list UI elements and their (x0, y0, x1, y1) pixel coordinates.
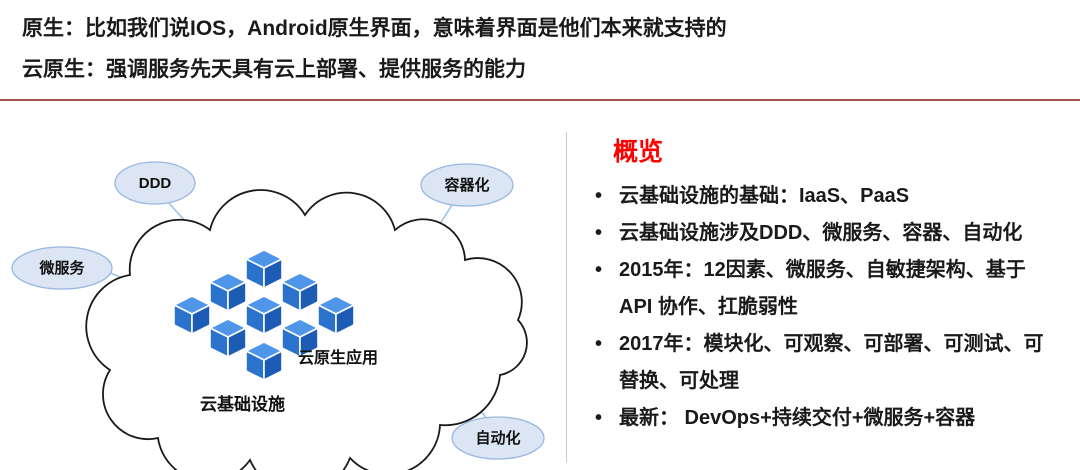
bubble-microservices-shape (11, 246, 113, 290)
bubble-automation-shape (451, 416, 545, 460)
cube-icon (173, 295, 211, 335)
header-line-1: 原生：比如我们说IOS，Android原生界面，意味着界面是他们本来就支持的 (22, 17, 727, 40)
cube-icon (281, 272, 319, 312)
overview-list: 云基础设施的基础：IaaS、PaaS 云基础设施涉及DDD、微服务、容器、自动化… (589, 178, 1068, 437)
header-line-2: 云原生：强调服务先天具有云上部署、提供服务的能力 (22, 58, 526, 81)
overview-bullet-4: 2017年：模块化、可观察、可部署、可测试、可替换、可处理 (589, 326, 1051, 400)
overview-bullet-3: 2015年：12因素、微服务、自敏捷架构、基于 API 协作、扛脆弱性 (589, 252, 1051, 326)
overview-bullet-2: 云基础设施涉及DDD、微服务、容器、自动化 (589, 215, 1051, 252)
overview-panel: 概览 云基础设施的基础：IaaS、PaaS 云基础设施涉及DDD、微服务、容器、… (566, 132, 1068, 462)
bubble-ddd-shape (114, 161, 196, 205)
bubble-containerization-label: 容器化 (443, 176, 489, 194)
divider-line (0, 99, 1080, 101)
bubble-containerization-shape (420, 163, 514, 207)
cubes-label: 云原生应用 (298, 348, 378, 367)
overview-bullet-5: 最新： DevOps+持续交付+微服务+容器 (589, 400, 1051, 437)
bubble-ddd: DDD (114, 161, 196, 205)
cloud-diagram: DDD 容器化 微服务 自动化 云原生应用 云基础设施 (11, 161, 545, 470)
bubble-microservices: 微服务 (11, 246, 113, 290)
cube-icon (209, 272, 247, 312)
header-text: 原生：比如我们说IOS，Android原生界面，意味着界面是他们本来就支持的 云… (22, 8, 727, 90)
cube-icon (245, 249, 283, 289)
bubble-ddd-label: DDD (139, 175, 172, 192)
cube-icon (209, 318, 247, 358)
cloud-label: 云基础设施 (200, 394, 285, 414)
cube-icon (317, 295, 355, 335)
bubble-automation: 自动化 (451, 416, 545, 460)
overview-bullet-1: 云基础设施的基础：IaaS、PaaS (589, 178, 1051, 215)
bubble-automation-label: 自动化 (475, 429, 520, 447)
cube-icon (245, 295, 283, 335)
bubble-microservices-label: 微服务 (38, 259, 85, 277)
cube-icon (245, 341, 283, 381)
overview-title: 概览 (613, 138, 664, 166)
bubble-containerization: 容器化 (420, 163, 514, 207)
